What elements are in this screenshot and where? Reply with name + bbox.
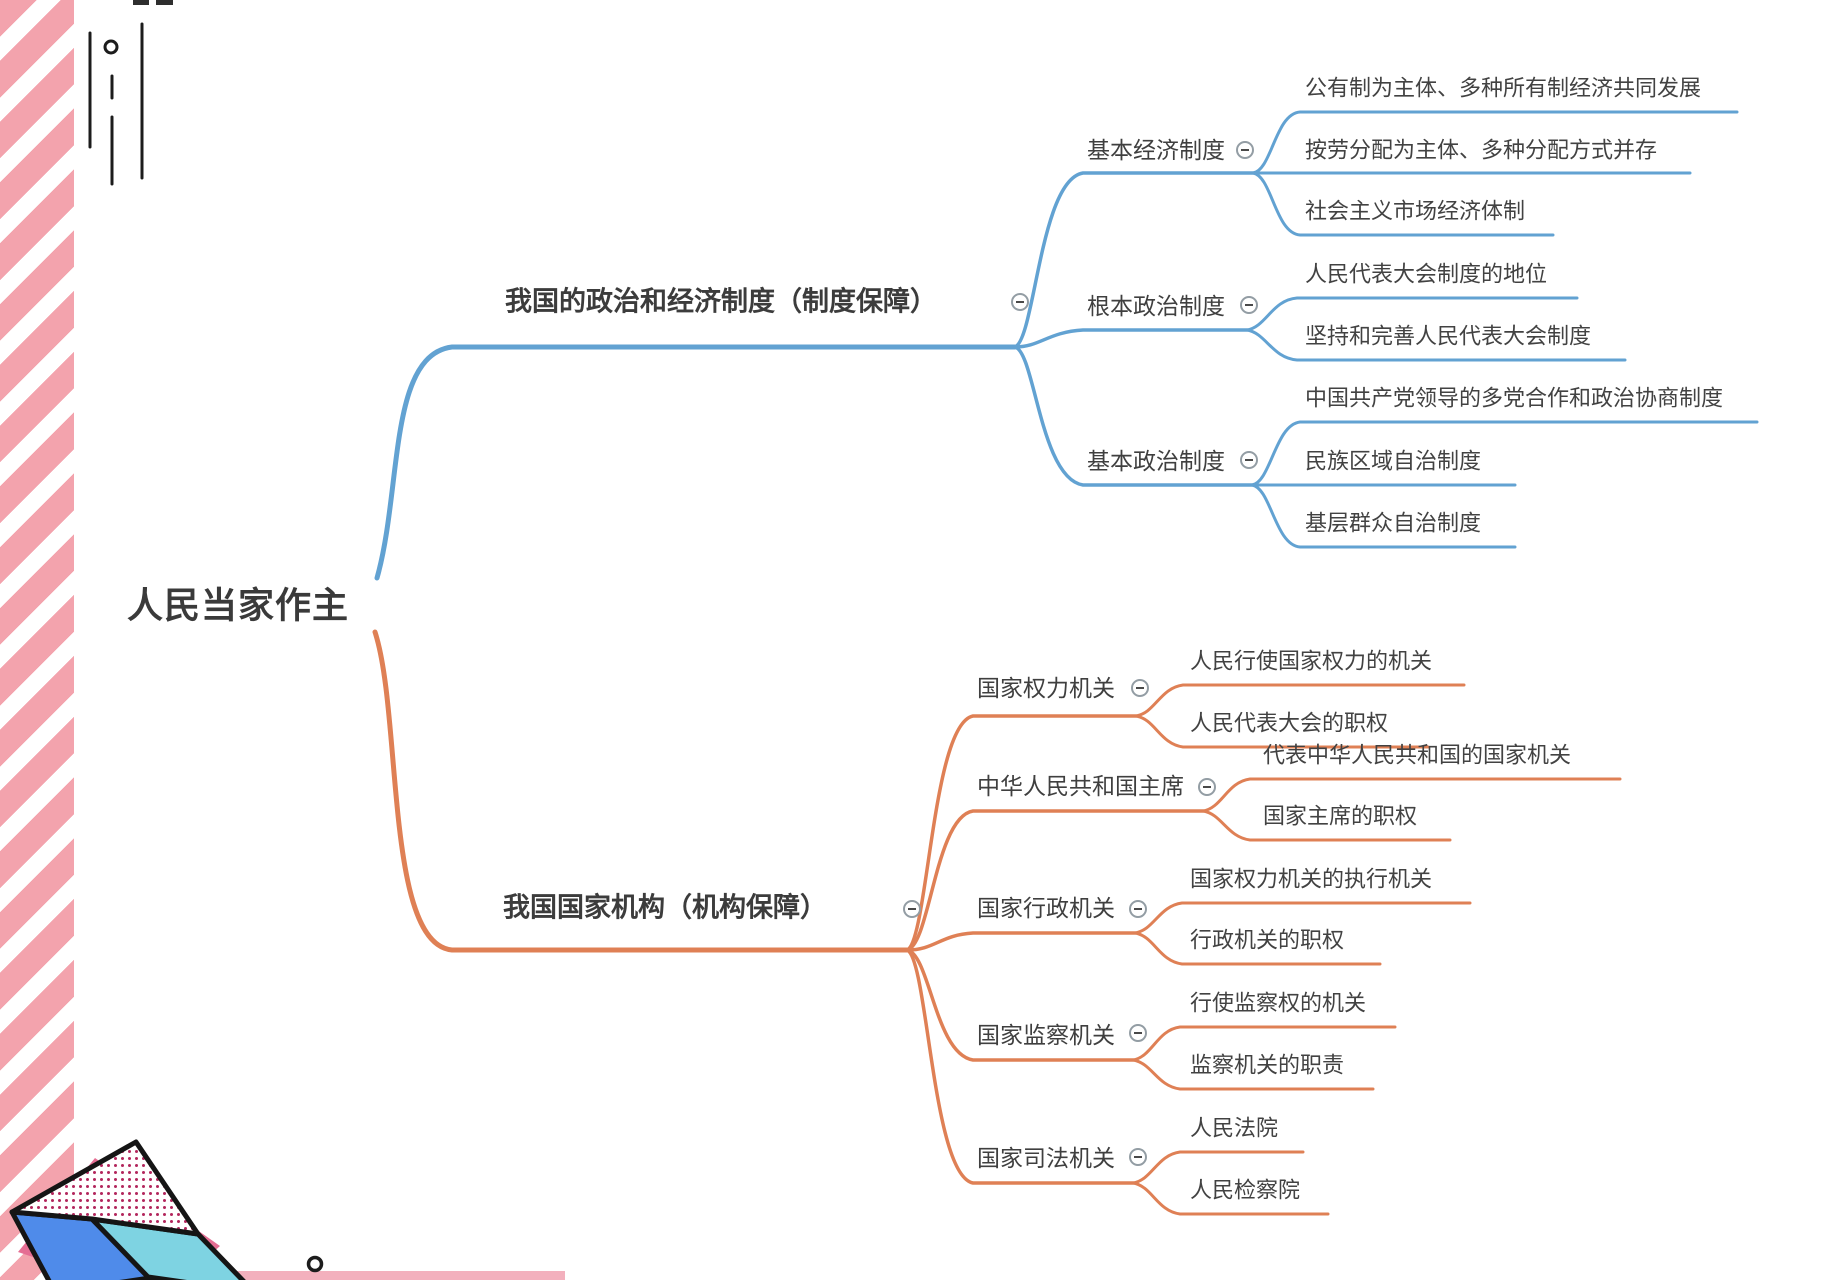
edge-leaf-represent-state <box>1201 777 1622 813</box>
edge-leaf-procuratorates <box>1131 1181 1330 1216</box>
blue-spine <box>374 344 1018 581</box>
leaf-distribution-by-labor[interactable]: 按劳分配为主体、多种分配方式并存 <box>1305 137 1658 163</box>
branch-topic-state-organs[interactable]: 我国国家机构（机构保障） <box>503 892 827 923</box>
subtopic-administrative-organ[interactable]: 国家行政机关 <box>977 894 1115 921</box>
collapse-minus-icon-fundamental-political[interactable] <box>1240 296 1258 314</box>
leaf-peoples-courts[interactable]: 人民法院 <box>1190 1115 1279 1141</box>
collapse-minus-icon-president[interactable] <box>1198 778 1216 796</box>
leaf-supervision-duties[interactable]: 监察机关的职责 <box>1190 1052 1345 1078</box>
cube-decoration <box>9 1139 565 1280</box>
branch-topic-political-economic[interactable]: 我国的政治和经济制度（制度保障） <box>505 286 937 317</box>
root-topic[interactable]: 人民当家作主 <box>127 584 350 626</box>
leaf-executive-of-power-organ[interactable]: 国家权力机关的执行机关 <box>1190 866 1433 892</box>
small-ring-icon <box>103 39 119 55</box>
subtopic-basic-economic-system[interactable]: 基本经济制度 <box>1087 136 1225 163</box>
leaf-admin-functions[interactable]: 行政机关的职权 <box>1190 927 1345 953</box>
leaf-grassroots-self-governance[interactable]: 基层群众自治制度 <box>1305 510 1482 536</box>
edge-leaf-grassroots <box>1250 483 1517 549</box>
topleft-lines-decoration <box>88 22 144 186</box>
edge-to-supervisory <box>905 948 1135 1062</box>
edge-leaf-market-economy <box>1251 171 1555 237</box>
leaf-president-functions[interactable]: 国家主席的职权 <box>1263 803 1418 829</box>
edge-leaf-courts <box>1131 1150 1305 1185</box>
collapse-minus-icon-branch2[interactable] <box>903 900 921 918</box>
collapse-minus-icon-administrative[interactable] <box>1129 900 1147 918</box>
edge-leaf-executive-organ <box>1133 901 1472 935</box>
edge-leaf-supervision-duty <box>1131 1058 1375 1091</box>
orange-branch-edges <box>372 629 1622 1216</box>
collapse-minus-icon-power-organ[interactable] <box>1131 679 1149 697</box>
edge-to-power-organ <box>905 714 1138 952</box>
leaf-improve-npc-system[interactable]: 坚持和完善人民代表大会制度 <box>1305 323 1592 349</box>
leaf-socialist-market-economy[interactable]: 社会主义市场经济体制 <box>1305 198 1526 224</box>
edge-leaf-admin-powers <box>1133 931 1382 966</box>
edge-leaf-npc-improve <box>1245 328 1627 362</box>
edge-to-basic-economic <box>1013 171 1255 349</box>
edge-leaf-npc-powers <box>1134 714 1430 749</box>
collapse-minus-icon-judicial[interactable] <box>1129 1148 1147 1166</box>
subtopic-president[interactable]: 中华人民共和国主席 <box>977 772 1184 799</box>
edge-leaf-public-ownership <box>1251 110 1739 175</box>
leaf-supervision-power-organ[interactable]: 行使监察权的机关 <box>1190 990 1367 1016</box>
bottom-ring-icon <box>306 1255 324 1273</box>
collapse-minus-icon-branch1[interactable] <box>1011 293 1029 311</box>
cube-top-face <box>9 1139 201 1237</box>
edge-to-administrative <box>905 931 1137 952</box>
leaf-regional-ethnic-autonomy[interactable]: 民族区域自治制度 <box>1305 448 1482 474</box>
striped-band-decoration <box>0 0 74 1280</box>
leaf-people-exercise-power[interactable]: 人民行使国家权力的机关 <box>1190 648 1433 674</box>
edge-to-president <box>905 809 1205 952</box>
leaf-npc-system-status[interactable]: 人民代表大会制度的地位 <box>1305 261 1548 287</box>
edge-leaf-supervision-organ <box>1131 1025 1397 1062</box>
edge-leaf-president-powers <box>1201 809 1452 842</box>
top-edge-slivers <box>133 0 173 5</box>
bottom-pink-strip <box>160 1271 565 1280</box>
blue-branch-edges <box>374 110 1759 581</box>
edge-to-judicial <box>905 948 1135 1185</box>
subtopic-supervisory-organ[interactable]: 国家监察机关 <box>977 1021 1115 1048</box>
edge-leaf-power-exercise <box>1134 683 1466 718</box>
leaf-npc-functions[interactable]: 人民代表大会的职权 <box>1190 710 1389 736</box>
edge-leaf-npc-status <box>1245 296 1579 332</box>
subtopic-judicial-organ[interactable]: 国家司法机关 <box>977 1144 1115 1171</box>
leaf-multiparty-cooperation[interactable]: 中国共产党领导的多党合作和政治协商制度 <box>1305 385 1724 411</box>
leaf-peoples-procuratorates[interactable]: 人民检察院 <box>1190 1177 1301 1203</box>
edge-to-basic-political <box>1013 345 1254 487</box>
edge-leaf-multiparty <box>1250 420 1759 487</box>
collapse-minus-icon-basic-political[interactable] <box>1240 451 1258 469</box>
subtopic-basic-political-system[interactable]: 基本政治制度 <box>1087 447 1225 474</box>
leaf-public-ownership[interactable]: 公有制为主体、多种所有制经济共同发展 <box>1305 75 1702 101</box>
subtopic-fundamental-political-system[interactable]: 根本政治制度 <box>1087 292 1225 319</box>
collapse-minus-icon-supervisory[interactable] <box>1129 1024 1147 1042</box>
leaf-represents-state[interactable]: 代表中华人民共和国的国家机关 <box>1263 742 1572 768</box>
edge-to-fundamental-political <box>1013 328 1249 349</box>
subtopic-state-power-organ[interactable]: 国家权力机关 <box>977 674 1115 701</box>
collapse-minus-icon-basic-economic[interactable] <box>1236 141 1254 159</box>
orange-spine <box>372 629 910 953</box>
